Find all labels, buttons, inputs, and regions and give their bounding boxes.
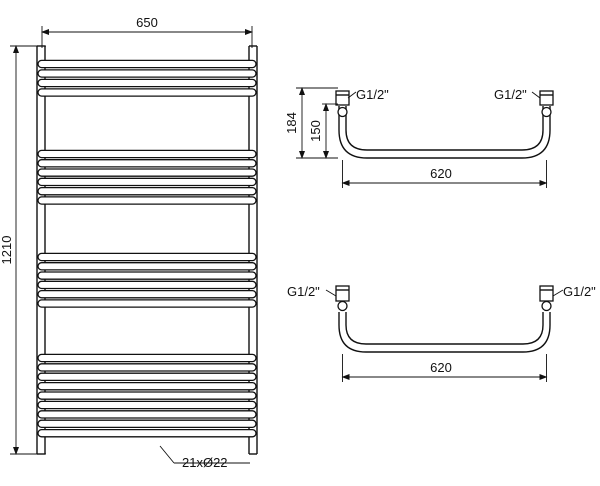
top-view: G1/2" G1/2" 184 150 620	[284, 87, 554, 188]
bottom-view-outer-contour	[338, 312, 551, 353]
horizontal-tube-11	[37, 252, 257, 262]
tube-spec-label: 21xØ22	[182, 455, 228, 470]
horizontal-tube-13	[37, 271, 257, 280]
horizontal-tube-14	[37, 280, 257, 290]
depth-outer-label: 184	[284, 112, 299, 134]
bottom-view: G1/2" G1/2" 620	[287, 284, 596, 382]
horizontal-tube-22	[37, 400, 257, 410]
bottom-right-valve	[539, 285, 554, 312]
horizontal-tube-8	[37, 177, 257, 187]
bottom-axis-spacing-label: 620	[430, 360, 452, 375]
horizontal-tube-19	[37, 372, 257, 382]
horizontal-tube-16	[37, 299, 257, 308]
bottom-left-connection-leader	[325, 289, 337, 297]
top-right-connection-label: G1/2"	[494, 87, 527, 102]
top-right-valve	[539, 90, 554, 118]
horizontal-tube-9	[37, 186, 257, 196]
horizontal-tube-15	[37, 289, 257, 299]
horizontal-tube-21	[37, 391, 257, 400]
depth-inner-label: 150	[308, 120, 323, 142]
front-view: 650 1210 21xØ22	[0, 15, 258, 470]
width-dimension-label: 650	[136, 15, 158, 30]
horizontal-tube-6	[37, 159, 257, 168]
top-left-valve	[335, 90, 350, 118]
horizontal-tube-5	[37, 149, 257, 159]
tube-spec-leader	[159, 445, 175, 464]
horizontal-tube-7	[37, 168, 257, 177]
horizontal-tube-12	[37, 262, 257, 271]
top-left-connection-label: G1/2"	[356, 87, 389, 102]
horizontal-tube-18	[37, 363, 257, 372]
top-axis-spacing-label: 620	[430, 166, 452, 181]
horizontal-tube-4	[37, 88, 257, 97]
bottom-right-connection-label: G1/2"	[563, 284, 596, 299]
horizontal-tube-2	[37, 69, 257, 78]
bottom-view-inner-contour	[345, 312, 544, 345]
top-right-connection-leader	[531, 91, 541, 99]
horizontal-tube-10	[37, 196, 257, 205]
top-view-inner-contour	[345, 106, 544, 151]
horizontal-tube-25	[37, 428, 257, 438]
bottom-right-connection-leader	[552, 289, 564, 297]
horizontal-tube-17	[37, 353, 257, 363]
horizontal-tubes	[37, 59, 257, 438]
bottom-left-connection-label: G1/2"	[287, 284, 320, 299]
horizontal-tube-1	[37, 59, 257, 69]
horizontal-tube-24	[37, 419, 257, 429]
height-dimension-label: 1210	[0, 236, 14, 265]
horizontal-tube-20	[37, 381, 257, 391]
horizontal-tube-23	[37, 410, 257, 419]
top-view-outer-contour	[338, 106, 551, 159]
horizontal-tube-3	[37, 78, 257, 88]
top-left-connection-leader	[347, 91, 357, 99]
bottom-left-valve	[335, 285, 350, 312]
